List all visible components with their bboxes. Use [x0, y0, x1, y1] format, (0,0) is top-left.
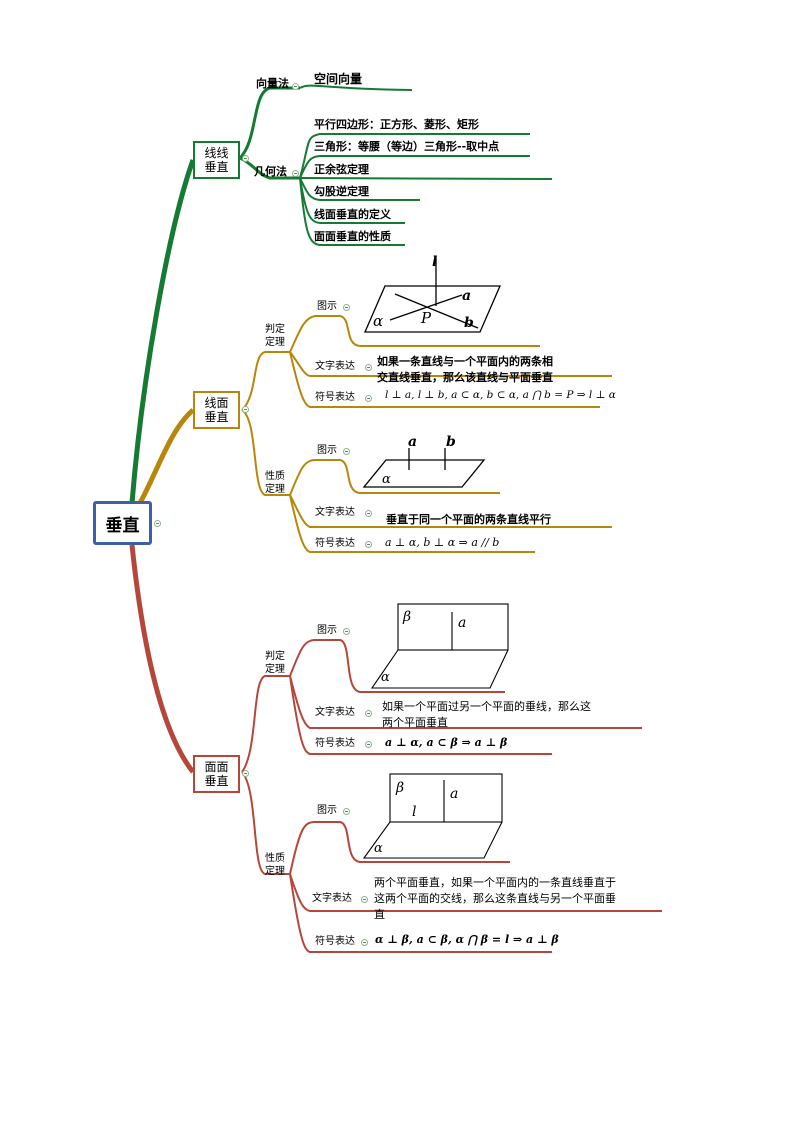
judge-l2: 定理 — [265, 337, 285, 348]
figure-line-plane-judge — [364, 258, 501, 333]
judge-l1: 判定 — [265, 651, 285, 662]
collapse-icon[interactable] — [343, 304, 350, 311]
node-plane-plane-l1: 面面 — [204, 760, 229, 774]
symbol-expression-label: 符号表达 — [315, 738, 355, 749]
figure-label: 图示 — [317, 445, 337, 456]
property-l1: 性质 — [265, 853, 285, 864]
text-expression-line3: 直 — [374, 908, 385, 921]
vector-method-label: 向量法 — [256, 77, 289, 90]
node-plane-plane-l2: 垂直 — [204, 774, 229, 788]
text-expression-label: 文字表达 — [312, 893, 352, 904]
property-theorem-label: 性质 定理 — [265, 852, 289, 878]
fig-letter-alpha: α — [373, 312, 384, 330]
text-expression-line1: 如果一条直线与一个平面内的两条相 — [377, 355, 553, 368]
symbol-expression: a ⊥ α, b ⊥ α ⇒ a // b — [385, 536, 500, 549]
collapse-icon[interactable] — [154, 520, 161, 527]
figure-line-plane-property — [362, 448, 486, 488]
judge-l2: 定理 — [265, 664, 285, 675]
fig-letter-alpha: α — [381, 670, 390, 685]
text-expression-line1: 两个平面垂直，如果一个平面内的一条直线垂直于 — [374, 876, 616, 889]
fig-letter-a: a — [462, 288, 472, 304]
symbol-expression-label: 符号表达 — [315, 392, 355, 403]
collapse-icon[interactable] — [365, 364, 372, 371]
collapse-icon[interactable] — [365, 741, 372, 748]
fig-letter-a: a — [458, 615, 467, 631]
node-line-plane-l1: 线面 — [204, 396, 229, 410]
collapse-icon[interactable] — [365, 710, 372, 717]
text-expression-line2: 这两个平面的交线，那么这条直线与另一个平面垂 — [374, 892, 616, 905]
collapse-icon[interactable] — [343, 808, 350, 815]
fig-letter-p: P — [421, 309, 432, 327]
geometry-item: 线面垂直的定义 — [314, 208, 391, 221]
judge-l1: 判定 — [265, 324, 285, 335]
node-line-line-l2: 垂直 — [204, 160, 229, 174]
fig-letter-beta: β — [403, 609, 412, 625]
geometry-item: 面面垂直的性质 — [314, 230, 391, 243]
fig-letter-alpha: α — [374, 841, 383, 856]
geometry-method-label: 几何法 — [254, 165, 287, 178]
collapse-icon[interactable] — [365, 541, 372, 548]
symbol-expression-label: 符号表达 — [315, 936, 355, 947]
collapse-icon[interactable] — [361, 939, 368, 946]
geometry-item: 平行四边形：正方形、菱形、矩形 — [314, 118, 479, 131]
node-line-plane-l2: 垂直 — [204, 410, 229, 424]
fig-letter-a: a — [408, 434, 418, 450]
property-l2: 定理 — [265, 866, 285, 877]
geometry-item: 勾股逆定理 — [314, 185, 369, 198]
figure-plane-plane-property — [362, 773, 503, 859]
figure-label: 图示 — [317, 301, 337, 312]
judge-theorem-label: 判定 定理 — [265, 650, 289, 676]
fig-letter-b: b — [446, 434, 456, 450]
text-expression-line2: 交直线垂直，那么该直线与平面垂直 — [377, 371, 553, 384]
collapse-icon[interactable] — [242, 406, 249, 413]
text-expression-label: 文字表达 — [315, 707, 355, 718]
branch-line-red — [129, 544, 195, 774]
fig-letter-beta: β — [396, 780, 405, 796]
property-theorem-label: 性质 定理 — [265, 470, 289, 496]
node-line-line-l1: 线线 — [204, 146, 229, 160]
text-expression-line2: 两个平面垂直 — [382, 716, 448, 729]
judge-theorem-label: 判定 定理 — [265, 323, 289, 349]
fig-letter-alpha: α — [382, 472, 391, 487]
collapse-icon[interactable] — [343, 628, 350, 635]
collapse-icon[interactable] — [365, 395, 372, 402]
collapse-icon[interactable] — [365, 510, 372, 517]
collapse-icon[interactable] — [242, 770, 249, 777]
text-expression-label: 文字表达 — [315, 507, 355, 518]
collapse-icon[interactable] — [292, 83, 299, 90]
property-l1: 性质 — [265, 471, 285, 482]
figure-plane-plane-judge — [370, 603, 509, 689]
text-expression: 垂直于同一个平面的两条直线平行 — [386, 513, 551, 526]
geometry-item: 三角形：等腰（等边）三角形--取中点 — [314, 140, 500, 153]
symbol-expression: l ⊥ a, l ⊥ b, a ⊂ α, b ⊂ α, a ⋂ b = P ⇒ … — [385, 389, 616, 401]
fig-letter-l: l — [432, 254, 438, 270]
collapse-icon[interactable] — [361, 896, 368, 903]
branch-line-green — [129, 159, 196, 504]
symbol-expression: α ⊥ β, a ⊂ β, α ⋂ β = l ⇒ a ⊥ β — [375, 933, 559, 946]
figure-label: 图示 — [317, 625, 337, 636]
collapse-icon[interactable] — [242, 155, 249, 162]
symbol-expression-label: 符号表达 — [315, 538, 355, 549]
collapse-icon[interactable] — [292, 170, 299, 177]
fig-letter-l: l — [412, 804, 417, 820]
text-expression-line1: 如果一个平面过另一个平面的垂线，那么这 — [382, 700, 591, 713]
root-node[interactable]: 垂直 — [93, 501, 152, 545]
text-expression-label: 文字表达 — [315, 361, 355, 372]
branch-line-gold — [137, 408, 195, 505]
fig-letter-a: a — [450, 786, 459, 802]
fig-letter-b: b — [464, 315, 474, 331]
geometry-item: 正余弦定理 — [314, 163, 369, 176]
node-plane-plane[interactable]: 面面 垂直 — [193, 755, 240, 793]
vector-item: 空间向量 — [314, 72, 363, 86]
node-line-plane[interactable]: 线面 垂直 — [193, 391, 240, 429]
symbol-expression: a ⊥ α, a ⊂ β ⇒ a ⊥ β — [385, 736, 508, 749]
collapse-icon[interactable] — [343, 448, 350, 455]
node-line-line[interactable]: 线线 垂直 — [193, 141, 240, 179]
figure-label: 图示 — [317, 805, 337, 816]
property-l2: 定理 — [265, 484, 285, 495]
